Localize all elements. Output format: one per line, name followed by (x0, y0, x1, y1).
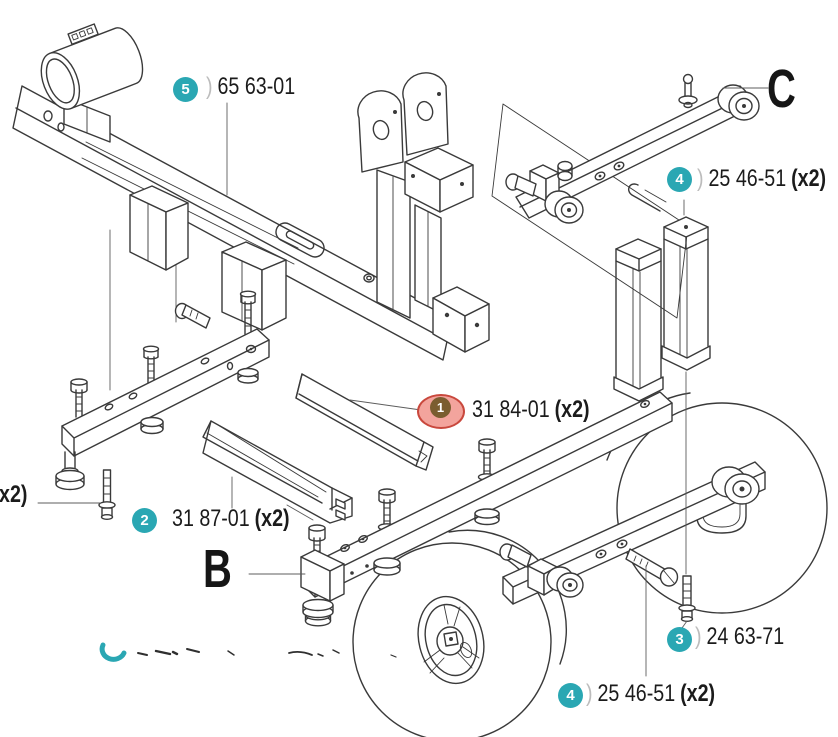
rear-axle-beam-assembly (55, 290, 270, 491)
long-bolt-left (98, 469, 116, 521)
faded-prefix: ) (586, 680, 593, 707)
part-number: 31 84-01 (472, 396, 550, 423)
callout-badge-4-top[interactable]: 4 (667, 167, 692, 192)
frame-lugs-and-posts (357, 72, 490, 353)
partial-quantity-label: x2) (0, 481, 28, 508)
pad-bar-part-1 (295, 373, 434, 471)
part-quantity: (x2) (680, 680, 716, 707)
callout-badge-4-bottom[interactable]: 4 (558, 683, 583, 708)
part-number: 25 46-51 (708, 165, 787, 192)
main-frame-beam (12, 85, 453, 361)
tow-tube-assembly (40, 23, 144, 143)
vertical-pads (613, 216, 711, 402)
faded-prefix: ) (695, 623, 702, 650)
part-label-1[interactable]: 31 84-01 (x2) (472, 398, 590, 422)
part-number: 24 63-71 (706, 623, 785, 650)
part-label-4-top[interactable]: ) 25 46-51 (x2) (697, 167, 826, 191)
part-number: 65 63-01 (217, 73, 296, 100)
faded-prefix: ) (697, 165, 704, 192)
callout-badge-3[interactable]: 3 (667, 627, 692, 652)
loose-bolt (174, 302, 211, 329)
part-label-2[interactable]: 31 87-01 (x2) (172, 507, 290, 531)
callout-badge-5[interactable]: 5 (173, 77, 198, 102)
callout-badge-1-highlighted[interactable]: 1 (417, 394, 465, 429)
back-plate (491, 103, 689, 319)
callout-badge-2[interactable]: 2 (132, 508, 157, 533)
faded-prefix: ) (206, 73, 213, 100)
right-axle-assembly (499, 461, 766, 605)
part-label-4-bottom[interactable]: ) 25 46-51 (x2) (586, 682, 715, 706)
front-axle-beam-b (300, 391, 673, 627)
reference-letter-c: C (767, 59, 796, 119)
channel-bar-part-2 (202, 420, 353, 524)
hitch-slot (275, 222, 325, 258)
leader-lines (37, 87, 769, 677)
part-number: 31 87-01 (172, 505, 250, 532)
erased-label-remnant (99, 642, 397, 662)
front-wheel (352, 529, 567, 737)
part-label-3[interactable]: ) 24 63-71 (695, 625, 784, 649)
reference-letter-b: B (203, 539, 232, 599)
part-quantity: (x2) (791, 165, 827, 192)
support-arm-c (505, 73, 760, 224)
part-quantity: (x2) (254, 505, 290, 532)
mounted-pad-blocks (129, 185, 287, 331)
part-quantity: (x2) (554, 396, 590, 423)
callout-badge-1-inner: 1 (430, 397, 451, 418)
part-label-5[interactable]: ) 65 63-01 (206, 75, 295, 99)
part-number: 25 46-51 (597, 680, 676, 707)
